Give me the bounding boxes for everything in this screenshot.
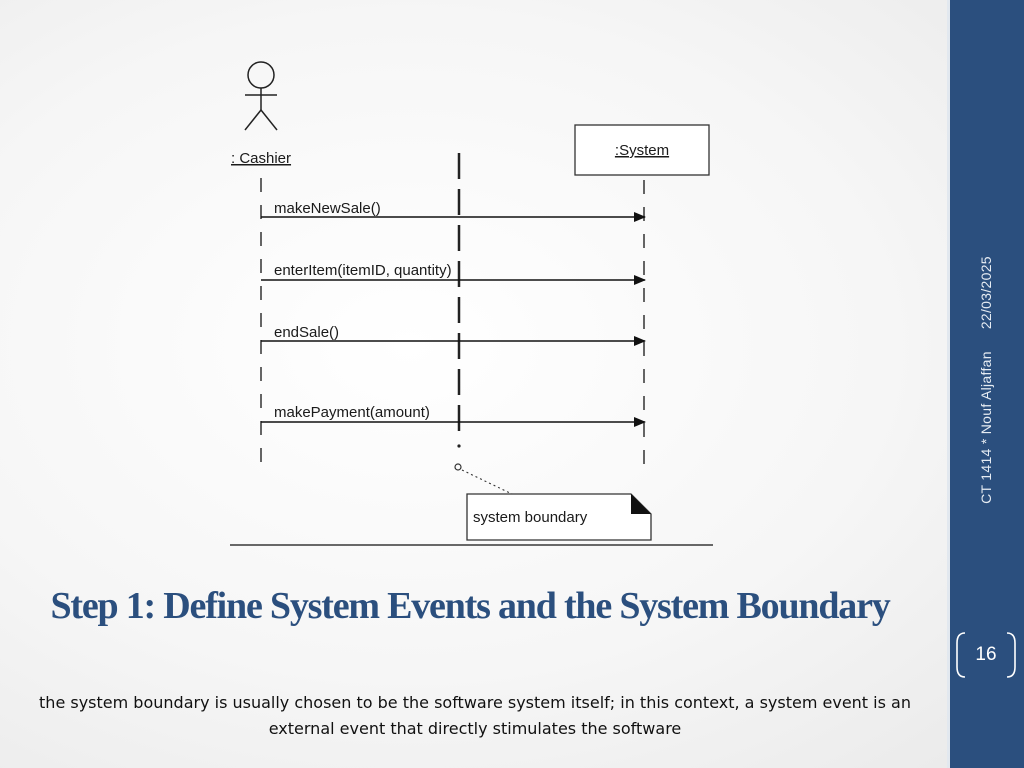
boundary-note-anchor [454,463,462,471]
page-number: 16 [975,644,997,665]
bracket-frame-icon [956,632,1016,678]
slide-title: Step 1: Define System Events and the Sys… [50,585,890,627]
system-box [574,124,710,176]
page-number-badge: 16 [955,631,1017,679]
stick-figure-icon [244,61,278,131]
sidebar-label: CT 1414 * Nouf Aljaffan 22/03/2025 [978,256,994,504]
message-label-enter-item: enterItem(itemID, quantity) [274,262,452,279]
system-label: :System [615,142,669,159]
message-label-make-payment: makePayment(amount) [274,404,430,421]
sidebar-course-author: CT 1414 * Nouf Aljaffan [978,351,994,504]
actor-label: : Cashier [231,150,291,167]
sidebar [947,0,1024,768]
system-boundary-note [466,493,652,541]
note-connector [461,469,513,495]
message-label-end-sale: endSale() [274,324,339,341]
sidebar-date: 22/03/2025 [978,256,994,330]
message-label-make-new-sale: makeNewSale() [274,200,381,217]
sequence-diagram: : Cashier :System makeNewSale() enterIte… [230,61,713,546]
note-label: system boundary [473,509,588,526]
boundary-dot [457,444,461,448]
slide-caption: the system boundary is usually chosen to… [39,693,911,738]
